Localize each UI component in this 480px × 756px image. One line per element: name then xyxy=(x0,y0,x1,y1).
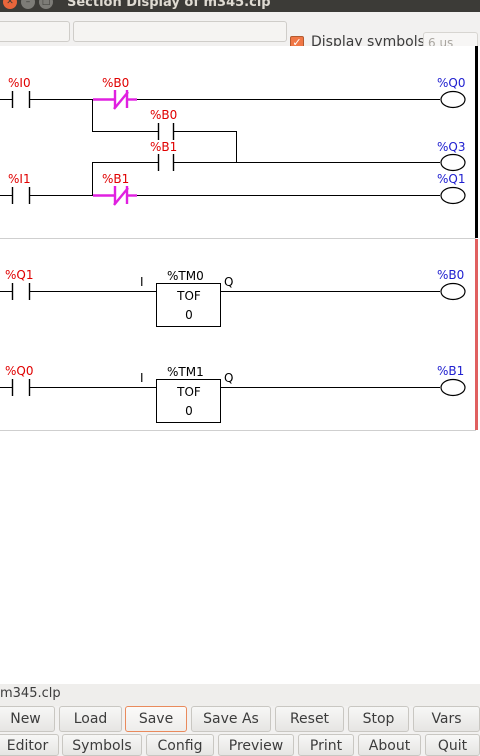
contact-b1-negated-label[interactable]: %B1 xyxy=(102,172,130,186)
quit-button[interactable]: Quit xyxy=(425,734,480,756)
editor-button[interactable]: Editor xyxy=(0,734,59,756)
status-filename: m345.clp xyxy=(0,686,61,701)
toolbar-field-left[interactable] xyxy=(0,21,70,42)
timer-tm1-preset: 0 xyxy=(185,404,193,418)
save-button[interactable]: Save xyxy=(125,706,187,732)
timer-tm0-output-label: Q xyxy=(224,275,234,289)
coil-b0-label[interactable]: %B0 xyxy=(437,268,465,282)
close-window-button[interactable]: ✕ xyxy=(3,0,17,9)
toolbar-field-right[interactable] xyxy=(73,21,287,42)
contact-q1-label[interactable]: %Q1 xyxy=(5,268,34,282)
stop-button[interactable]: Stop xyxy=(348,706,409,732)
symbols-button[interactable]: Symbols xyxy=(62,734,142,756)
window-title: Section Display of m345.clp xyxy=(67,0,271,10)
timer-tm1-input-label: I xyxy=(140,371,144,385)
timer-tm0-name[interactable]: %TM0 xyxy=(167,269,204,283)
timer-tm1-output-label: Q xyxy=(224,371,234,385)
minimize-window-button[interactable]: – xyxy=(21,0,35,9)
ladder-diagram: %I0 %B0 %B0 %B1 %I1 %B1 %Q0 %Q3 %Q1 %Q1 … xyxy=(0,46,480,684)
vars-button[interactable]: Vars xyxy=(413,706,480,732)
contact-b0-label[interactable]: %B0 xyxy=(150,108,178,122)
about-button[interactable]: About xyxy=(358,734,421,756)
print-button[interactable]: Print xyxy=(298,734,354,756)
contact-i1-label[interactable]: %I1 xyxy=(8,172,31,186)
contact-b0-negated-label[interactable]: %B0 xyxy=(102,76,130,90)
load-button[interactable]: Load xyxy=(59,706,122,732)
timer-tm1-name[interactable]: %TM1 xyxy=(167,365,204,379)
title-bar: ✕ – □ Section Display of m345.clp xyxy=(0,0,480,12)
save-as-button[interactable]: Save As xyxy=(191,706,271,732)
timer-tm0-preset: 0 xyxy=(185,308,193,322)
coil-q3-label[interactable]: %Q3 xyxy=(437,140,466,154)
coil-q1-label[interactable]: %Q1 xyxy=(437,172,466,186)
preview-button[interactable]: Preview xyxy=(218,734,294,756)
ladder-diagram-lines xyxy=(0,46,478,431)
timer-tm0-input-label: I xyxy=(140,275,144,289)
maximize-window-button[interactable]: □ xyxy=(39,0,53,9)
timer-tm1-type: TOF xyxy=(177,385,201,399)
timer-tm0-type: TOF xyxy=(177,289,201,303)
reset-button[interactable]: Reset xyxy=(275,706,344,732)
coil-b1-label[interactable]: %B1 xyxy=(437,364,465,378)
config-button[interactable]: Config xyxy=(146,734,214,756)
contact-i0-label[interactable]: %I0 xyxy=(8,76,31,90)
coil-q0-label[interactable]: %Q0 xyxy=(437,76,466,90)
toolbar: ✓ Display symbols 6 us xyxy=(0,12,480,55)
contact-q0-label[interactable]: %Q0 xyxy=(5,364,34,378)
contact-b1-label[interactable]: %B1 xyxy=(150,140,178,154)
new-button[interactable]: New xyxy=(0,706,55,732)
status-bar: m345.clp xyxy=(0,684,480,706)
